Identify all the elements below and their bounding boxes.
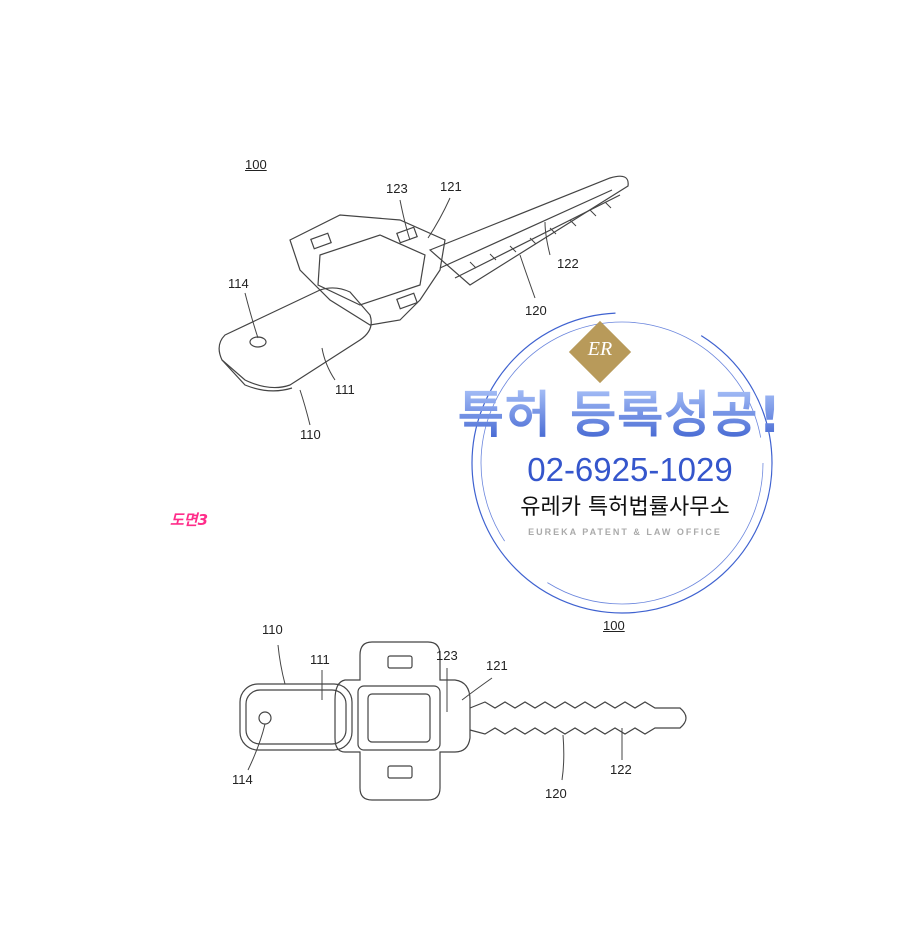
plan-ref-label-110: 110	[262, 622, 283, 637]
plan-ref-label-121: 121	[486, 658, 508, 673]
figure-title: 도면3	[170, 509, 208, 530]
key-shaft-plan	[470, 702, 686, 734]
plan-ref-label-111: 111	[310, 652, 330, 667]
plan-ref-label-100: 100	[603, 618, 625, 633]
ref-label-111: 111	[335, 382, 355, 397]
ref-label-123: 123	[386, 181, 408, 196]
ref-label-122: 122	[557, 256, 579, 271]
leader-lines-top	[245, 198, 550, 425]
ref-label-114: 114	[228, 276, 249, 291]
ref-label-121: 121	[440, 179, 462, 194]
plan-ref-label-114: 114	[232, 772, 253, 787]
plan-ref-label-120: 120	[545, 786, 567, 801]
plan-ref-label-122: 122	[610, 762, 632, 777]
cross-body-plan	[335, 642, 470, 800]
ref-label-100: 100	[245, 157, 267, 172]
ref-label-120: 120	[525, 303, 547, 318]
leader-lines-plan	[248, 645, 622, 780]
cross-body-perspective	[290, 215, 445, 325]
plan-ref-label-123: 123	[436, 648, 458, 663]
ref-label-110: 110	[300, 427, 321, 442]
tab-body-perspective	[219, 288, 371, 391]
